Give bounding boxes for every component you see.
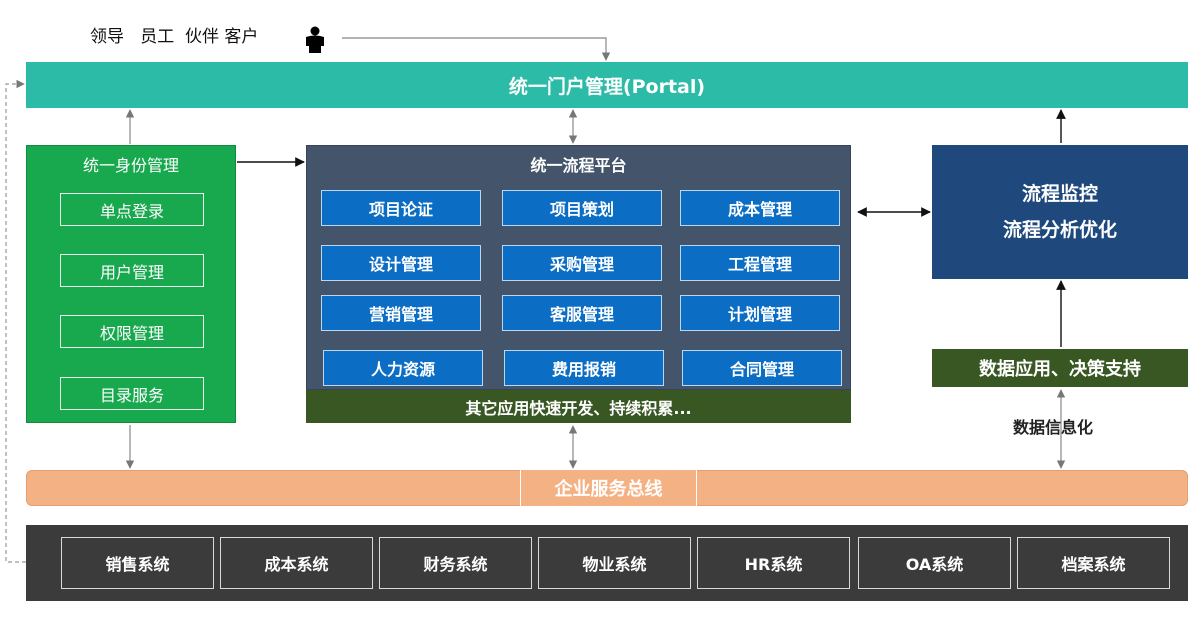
decision-support-box: 数据应用、决策支持 — [932, 349, 1188, 387]
system-archive: 档案系统 — [1017, 537, 1170, 589]
data-informatization-label: 数据信息化 — [1013, 418, 1094, 437]
module-human-resources: 人力资源 — [323, 350, 483, 386]
module-customer-service-management: 客服管理 — [502, 295, 662, 331]
module-design-management: 设计管理 — [321, 245, 481, 281]
process-monitor-box: 流程监控 流程分析优化 — [932, 145, 1188, 279]
identity-item-sso: 单点登录 — [60, 193, 204, 226]
module-marketing-management: 营销管理 — [321, 295, 481, 331]
backend-systems-bar: 销售系统 成本系统 财务系统 物业系统 HR系统 OA系统 档案系统 — [26, 525, 1188, 601]
monitor-line-2: 流程分析优化 — [1002, 219, 1117, 241]
system-cost: 成本系统 — [220, 537, 373, 589]
workflow-platform-box: 统一流程平台 项目论证 项目策划 成本管理 设计管理 采购管理 工程管理 营销管… — [306, 145, 851, 390]
portal-bar: 统一门户管理(Portal) — [26, 62, 1188, 108]
module-engineering-management: 工程管理 — [680, 245, 840, 281]
module-contract-management: 合同管理 — [682, 350, 842, 386]
system-sales: 销售系统 — [61, 537, 214, 589]
user-roles-label: 领导 员工 伙伴 客户 — [90, 27, 259, 47]
person-icon — [306, 26, 324, 53]
module-project-demonstration: 项目论证 — [321, 190, 481, 226]
module-expense-reimbursement: 费用报销 — [504, 350, 664, 386]
enterprise-service-bus-label: 企业服务总线 — [520, 470, 697, 506]
identity-item-permissions: 权限管理 — [60, 315, 204, 348]
identity-title: 统一身份管理 — [82, 156, 179, 175]
system-property: 物业系统 — [538, 537, 691, 589]
system-hr: HR系统 — [697, 537, 850, 589]
module-procurement-management: 采购管理 — [502, 245, 662, 281]
monitor-line-1: 流程监控 — [1021, 183, 1098, 205]
identity-management-box: 统一身份管理 单点登录 用户管理 权限管理 目录服务 — [26, 145, 236, 423]
system-oa: OA系统 — [858, 537, 1011, 589]
other-apps-bar: 其它应用快速开发、持续积累... — [306, 390, 851, 423]
workflow-title: 统一流程平台 — [530, 156, 627, 175]
module-cost-management: 成本管理 — [680, 190, 840, 226]
person-portal-arrow — [342, 37, 611, 61]
identity-item-users: 用户管理 — [60, 254, 204, 287]
module-plan-management: 计划管理 — [680, 295, 840, 331]
module-project-planning: 项目策划 — [502, 190, 662, 226]
system-finance: 财务系统 — [379, 537, 532, 589]
identity-item-directory: 目录服务 — [60, 377, 204, 410]
systems-portal-dashed-arrow — [5, 79, 26, 563]
